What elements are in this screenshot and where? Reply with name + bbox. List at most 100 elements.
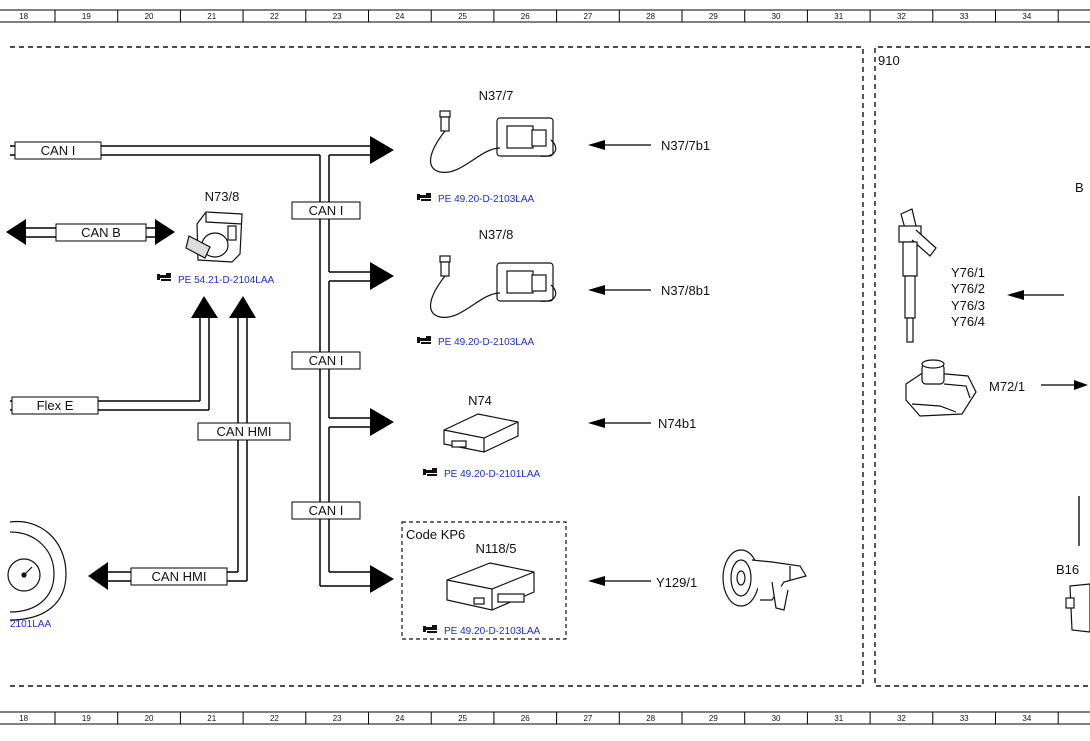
ruler-column-label: 28 xyxy=(646,714,655,723)
n37-8-component: N37/8 PE 49.20-D-2103LAA N37/8b1 xyxy=(417,227,710,348)
svg-text:2101LAA: 2101LAA xyxy=(10,619,51,630)
can-i-mid-box-2: CAN I xyxy=(291,351,361,370)
edge-b-label: B xyxy=(1075,180,1084,195)
ruler-column-label: 22 xyxy=(270,12,279,21)
ruler-column-label: 18 xyxy=(19,12,28,21)
injector-icon xyxy=(898,208,937,343)
ruler-column-label: 23 xyxy=(333,714,342,723)
ruler-column-label: 31 xyxy=(834,12,843,21)
control-module-icon xyxy=(443,413,519,453)
n73-8-component: N73/8 PE 54.21-D-2104LAA xyxy=(157,189,275,286)
svg-text:Y76/4: Y76/4 xyxy=(951,314,985,329)
svg-text:PE 54.21-D-2104LAA: PE 54.21-D-2104LAA xyxy=(178,275,275,286)
ruler-column-label: 22 xyxy=(270,714,279,723)
nox-sensor-icon xyxy=(429,110,557,173)
arrowhead-n37-8 xyxy=(370,262,394,290)
svg-text:Y76/3: Y76/3 xyxy=(951,298,985,313)
ruler-column-label: 31 xyxy=(834,714,843,723)
sensor-icon xyxy=(1065,583,1090,633)
n118-5-component: Code KP6 N118/5 PE 49.20-D-2103LAA Y129/… xyxy=(401,521,807,640)
ruler-column-label: 26 xyxy=(521,714,530,723)
n74-component: N74 PE 49.20-D-2101LAA N74b1 xyxy=(423,393,696,480)
ruler-column-label: 24 xyxy=(395,714,404,723)
ruler-column-label: 19 xyxy=(82,714,91,723)
b16-component: B16 xyxy=(1056,496,1090,633)
ruler-column-label: 30 xyxy=(772,12,781,21)
zone-frame-910 xyxy=(874,46,1090,687)
ruler-column-label: 21 xyxy=(207,12,216,21)
svg-text:CAN I: CAN I xyxy=(41,143,76,158)
svg-text:N37/7b1: N37/7b1 xyxy=(661,138,710,153)
pointing-hand-icon xyxy=(423,468,437,476)
svg-text:N37/8: N37/8 xyxy=(479,227,514,242)
ruler-column-label: 29 xyxy=(709,12,718,21)
zone-frame-left xyxy=(10,46,864,687)
svg-text:PE 49.20-D-2103LAA: PE 49.20-D-2103LAA xyxy=(444,626,541,637)
ignition-switch-icon xyxy=(185,211,243,263)
ruler-column-label: 30 xyxy=(772,714,781,723)
svg-text:Flex E: Flex E xyxy=(37,398,74,413)
pointing-hand-icon xyxy=(157,273,171,281)
svg-text:CAN I: CAN I xyxy=(309,503,344,518)
svg-text:N118/5: N118/5 xyxy=(476,541,517,556)
actuator-icon xyxy=(905,359,977,417)
svg-text:CAN I: CAN I xyxy=(309,353,344,368)
ruler-column-label: 20 xyxy=(145,714,154,723)
ruler-column-label: 32 xyxy=(897,12,906,21)
m72-1-component: M72/1 xyxy=(905,359,1088,417)
ruler-column-label: 24 xyxy=(395,12,404,21)
control-module-icon xyxy=(446,562,535,611)
svg-text:CAN HMI: CAN HMI xyxy=(217,424,272,439)
zone-label: 910 xyxy=(878,53,900,68)
svg-text:Code KP6: Code KP6 xyxy=(406,527,465,542)
ruler-column-label: 27 xyxy=(583,714,592,723)
ruler-column-label: 34 xyxy=(1022,12,1031,21)
arrowhead-n37-7 xyxy=(370,136,394,164)
can-b-bus: CAN B xyxy=(6,219,175,245)
ruler-column-label: 25 xyxy=(458,12,467,21)
flex-e-bus: Flex E xyxy=(10,296,218,415)
svg-text:N73/8: N73/8 xyxy=(205,189,240,204)
svg-text:PE 49.20-D-2103LAA: PE 49.20-D-2103LAA xyxy=(438,337,535,348)
ruler-column-label: 18 xyxy=(19,714,28,723)
injector-component: Y76/1 Y76/2 Y76/3 Y76/4 xyxy=(898,208,1064,343)
svg-text:N74: N74 xyxy=(468,393,492,408)
pointing-hand-icon xyxy=(423,625,437,633)
ruler-bottom xyxy=(0,711,1090,725)
can-i-mid-box-3: CAN I xyxy=(291,501,361,520)
valve-icon xyxy=(722,549,807,611)
svg-text:PE 49.20-D-2103LAA: PE 49.20-D-2103LAA xyxy=(438,194,535,205)
svg-text:Y76/1: Y76/1 xyxy=(951,265,985,280)
can-hmi-bus: CAN HMI CAN HMI xyxy=(88,296,291,590)
ruler-column-label: 27 xyxy=(583,12,592,21)
ruler-top xyxy=(0,9,1090,23)
can-i-left-box: CAN I xyxy=(14,141,102,160)
ruler-column-label: 32 xyxy=(897,714,906,723)
ruler-column-label: 20 xyxy=(145,12,154,21)
svg-text:Y76/2: Y76/2 xyxy=(951,281,985,296)
svg-text:B16: B16 xyxy=(1056,562,1079,577)
svg-text:N37/7: N37/7 xyxy=(479,88,514,103)
arrowhead-n74 xyxy=(370,408,394,436)
ruler-column-label: 33 xyxy=(960,12,969,21)
can-i-mid-box-1: CAN I xyxy=(291,201,361,220)
svg-text:CAN I: CAN I xyxy=(309,203,344,218)
gauge-icon xyxy=(7,520,67,621)
svg-text:CAN B: CAN B xyxy=(81,225,121,240)
n37-7-component: N37/7 PE 49.20-D-2103LAA N37/7b1 xyxy=(417,88,710,205)
instrument-cluster: 2101LAA xyxy=(7,520,67,630)
svg-text:N37/8b1: N37/8b1 xyxy=(661,283,710,298)
can-i-arrowheads xyxy=(370,136,394,593)
ruler-column-label: 19 xyxy=(82,12,91,21)
ruler-column-label: 26 xyxy=(521,12,530,21)
pointing-hand-icon xyxy=(417,336,431,344)
ruler-column-label: 25 xyxy=(458,714,467,723)
ruler-column-label: 34 xyxy=(1022,714,1031,723)
svg-text:CAN HMI: CAN HMI xyxy=(152,569,207,584)
svg-text:PE 49.20-D-2101LAA: PE 49.20-D-2101LAA xyxy=(444,469,541,480)
nox-sensor-icon xyxy=(429,255,557,318)
arrowhead-n118-5 xyxy=(370,565,394,593)
svg-text:Y129/1: Y129/1 xyxy=(656,575,697,590)
pointing-hand-icon xyxy=(417,193,431,201)
